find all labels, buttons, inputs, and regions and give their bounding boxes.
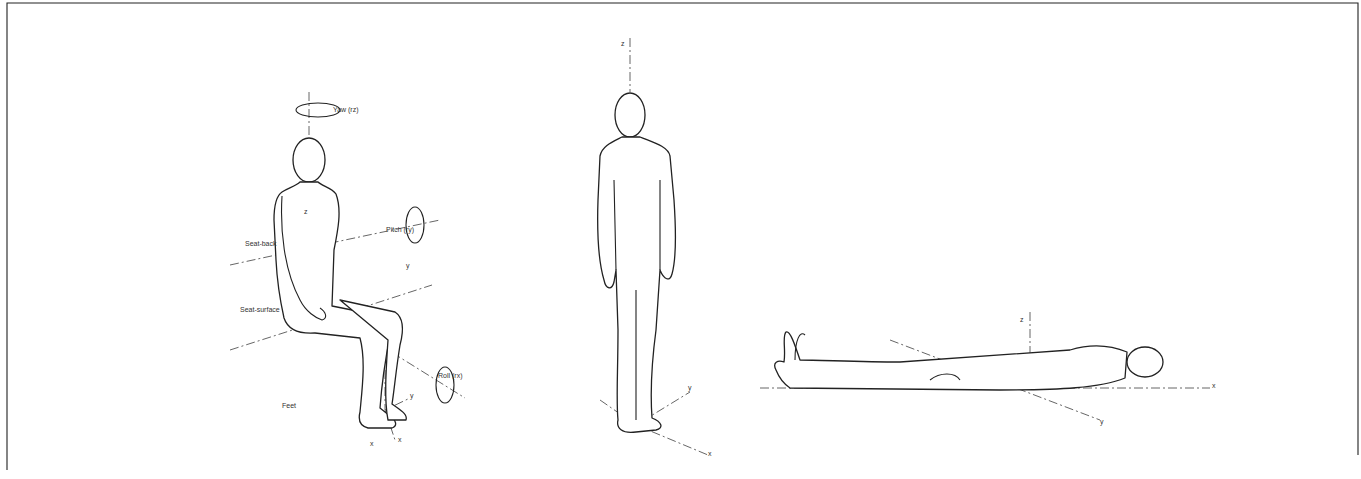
axis-label: Pitch (ry) [386,226,414,233]
axis-label: Seat-surface [240,306,280,313]
axis-label: x [398,436,402,443]
pitch-arrow [406,207,424,243]
axis-label: Seat-back [245,240,277,247]
axis-label: y [410,392,414,399]
axis-label: Roll (rx) [438,372,463,379]
yaw-axis [309,92,310,135]
axis-label: x [370,440,374,447]
axis-label: y [688,384,692,391]
seated-figure [230,92,465,440]
axis-label: z [621,40,625,47]
axis-label: z [1020,316,1024,323]
frame [7,3,1358,470]
recumbent-figure [760,312,1210,420]
axis-label: z [304,208,308,215]
axis-label: x [708,450,712,457]
axis-label: Feet [282,402,296,409]
z-axis [630,38,631,92]
axis-label: y [406,262,410,269]
axis-label: x [1212,382,1216,389]
axis-label: y [1100,418,1104,425]
standing-figure [598,38,708,455]
axis-label: Yaw (rz) [333,106,359,113]
